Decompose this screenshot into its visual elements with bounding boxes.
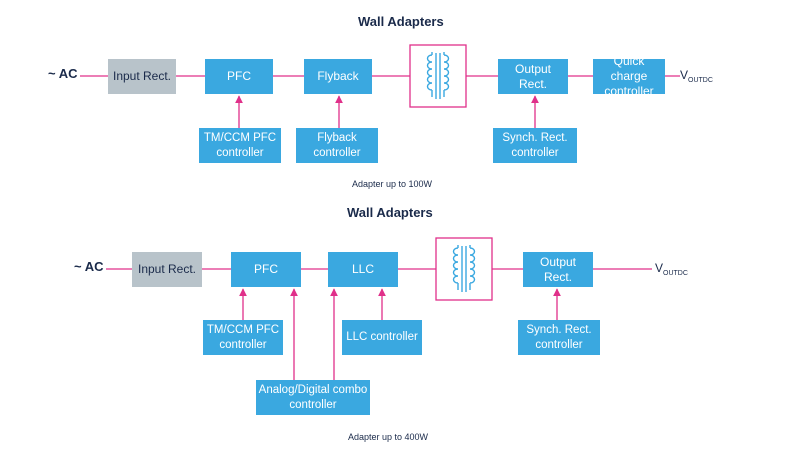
top-vout-label: VOUTDC: [680, 68, 713, 84]
top-caption: Adapter up to 100W: [352, 179, 433, 189]
top-pfc-block: PFC: [205, 59, 273, 94]
transformer-icon: [435, 237, 493, 301]
bottom-ac-input-label: ~ AC: [74, 259, 104, 274]
top-output-rect-block: Output Rect.: [498, 59, 568, 94]
bottom-llc-block: LLC: [328, 252, 398, 287]
bottom-pfc-block: PFC: [231, 252, 301, 287]
bottom-caption: Adapter up to 400W: [348, 432, 429, 442]
bottom-vout-label: VOUTDC: [655, 261, 688, 277]
bottom-synch-rect-controller-block: Synch. Rect. controller: [518, 320, 600, 355]
transformer-icon: [409, 44, 467, 108]
top-pfc-controller-block: TM/CCM PFC controller: [199, 128, 281, 163]
bottom-title: Wall Adapters: [347, 205, 433, 220]
top-flyback-block: Flyback: [304, 59, 372, 94]
top-quick-charge-block: Quick charge controller: [593, 54, 665, 98]
bottom-output-rect-block: Output Rect.: [523, 252, 593, 287]
bottom-combo-controller-block: Analog/Digital combo controller: [256, 380, 370, 415]
top-title: Wall Adapters: [358, 14, 444, 29]
top-input-rect-block: Input Rect.: [108, 59, 176, 94]
top-ac-input-label: ~ AC: [48, 66, 78, 81]
top-flyback-controller-block: Flyback controller: [296, 128, 378, 163]
top-synch-rect-controller-block: Synch. Rect. controller: [493, 128, 577, 163]
bottom-llc-controller-block: LLC controller: [342, 320, 422, 355]
bottom-input-rect-block: Input Rect.: [132, 252, 202, 287]
bottom-pfc-controller-block: TM/CCM PFC controller: [203, 320, 283, 355]
